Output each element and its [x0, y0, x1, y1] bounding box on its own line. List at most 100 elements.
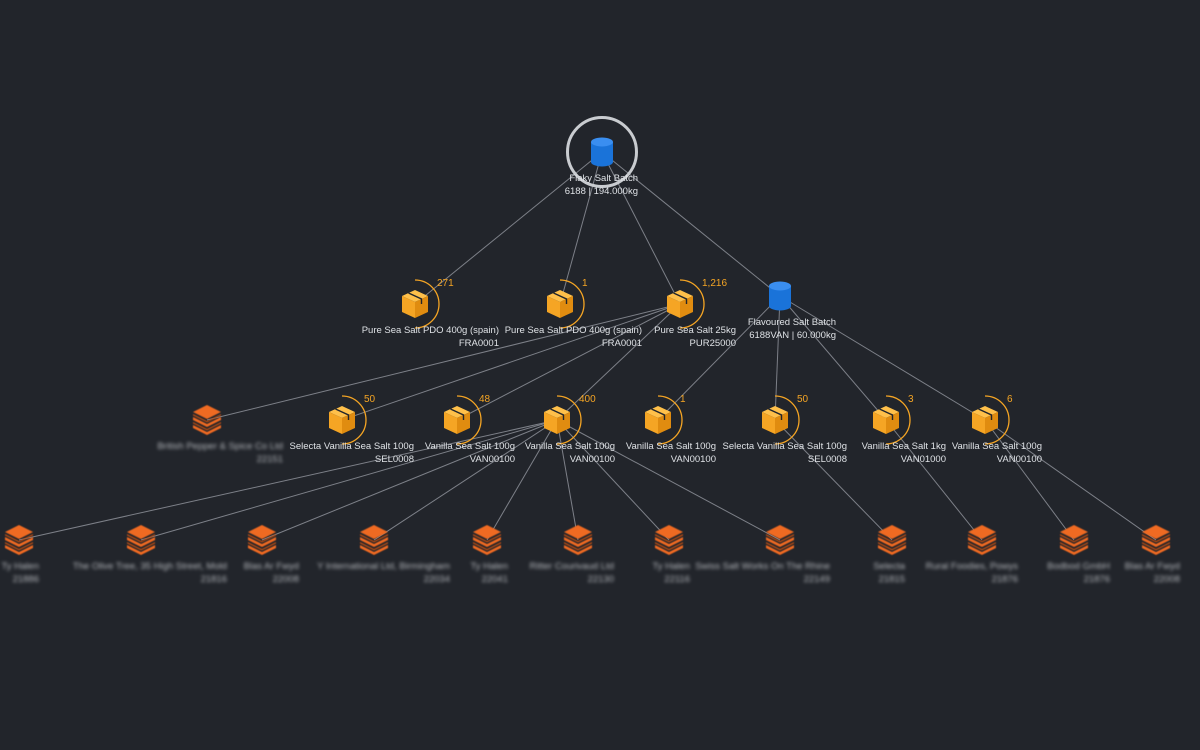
- node-name: Ritter Courivaud Ltd: [529, 561, 614, 572]
- node-code: 21886: [12, 574, 39, 585]
- edge-line: [140, 419, 558, 541]
- stack-icon: [964, 522, 1000, 558]
- node-code: 22034: [423, 574, 450, 585]
- node-code: 21816: [200, 574, 227, 585]
- quantity-arc: [632, 394, 684, 446]
- node-code: SEL0008: [807, 454, 847, 465]
- edge-line: [556, 419, 781, 541]
- node-name: Pure Sea Salt 25kg: [654, 325, 736, 336]
- node-name: Ty Halen: [470, 561, 509, 572]
- quantity-count: 1: [680, 394, 686, 405]
- stack-icon: [1, 522, 37, 558]
- stack-icon: [469, 522, 505, 558]
- node-name: Vanilla Sea Salt 100g: [424, 441, 515, 452]
- edge-line: [556, 419, 579, 541]
- node-label: Bodbod GmbH 21876: [1047, 560, 1110, 586]
- node-code: VAN00100: [996, 454, 1042, 465]
- stack-icon: [356, 522, 392, 558]
- node-code: FRA0001: [601, 338, 642, 349]
- stack-icon: [762, 522, 798, 558]
- box-icon: [542, 286, 578, 322]
- quantity-count: 50: [364, 394, 376, 405]
- node-label: Selecta 21815: [873, 560, 905, 586]
- quantity-arc: [431, 394, 483, 446]
- stack-icon: [1056, 522, 1092, 558]
- node-code: 22130: [587, 574, 614, 585]
- quantity-count: 1,216: [702, 278, 728, 289]
- node-name: Ty Halen: [1, 561, 40, 572]
- node-name: Flaky Salt Batch: [569, 173, 638, 184]
- edge-line: [206, 303, 681, 421]
- edge-line: [414, 151, 603, 305]
- stack-icon: [189, 402, 225, 438]
- edge-line: [774, 419, 893, 541]
- box-icon: [640, 402, 676, 438]
- node-name: Bodbod GmbH: [1047, 561, 1110, 572]
- node-code: 6188 | 194.000kg: [564, 186, 638, 197]
- quantity-arc: [749, 394, 801, 446]
- node-name: Vanilla Sea Salt 1kg: [861, 441, 946, 452]
- quantity-arc: [531, 394, 583, 446]
- node-label: Y International Ltd, Birmingham 22034: [317, 560, 450, 586]
- quantity-arc: [389, 278, 441, 330]
- box-icon: [397, 286, 433, 322]
- node-code: VAN00100: [469, 454, 515, 465]
- edge-line: [657, 295, 781, 421]
- quantity-arc: [860, 394, 912, 446]
- cylinder-icon: [762, 278, 798, 314]
- edge-line: [779, 295, 986, 421]
- node-code: 21876: [991, 574, 1018, 585]
- quantity-count: 3: [908, 394, 914, 405]
- edge-line: [984, 419, 1157, 541]
- quantity-count: 400: [579, 394, 596, 405]
- box-icon: [868, 402, 904, 438]
- box-icon: [757, 402, 793, 438]
- box-icon: [967, 402, 1003, 438]
- node-code: 22041: [481, 574, 508, 585]
- node-name: Blas Ar Fwyd: [243, 561, 299, 572]
- node-name: Y International Ltd, Birmingham: [317, 561, 450, 572]
- node-name: Pure Sea Salt PDO 400g (spain): [361, 325, 499, 336]
- quantity-arc: [534, 278, 586, 330]
- edge-line: [18, 419, 558, 541]
- edge-line: [601, 151, 781, 297]
- selected-ring: [566, 116, 638, 188]
- node-name: Vanilla Sea Salt 100g: [951, 441, 1042, 452]
- node-code: 22149: [803, 574, 830, 585]
- edge-line: [779, 295, 887, 421]
- node-label: Pure Sea Salt PDO 400g (spain)FRA0001: [505, 324, 642, 350]
- stack-icon: [244, 522, 280, 558]
- quantity-count: 48: [479, 394, 491, 405]
- cylinder-icon: [584, 134, 620, 170]
- node-code: VAN00100: [670, 454, 716, 465]
- quantity-arc: [959, 394, 1011, 446]
- stack-icon: [1138, 522, 1174, 558]
- edge-line: [774, 295, 781, 421]
- edge-line: [373, 419, 558, 541]
- node-name: Selecta: [873, 561, 905, 572]
- quantity-count: 6: [1007, 394, 1013, 405]
- node-code: 21815: [878, 574, 905, 585]
- node-code: 21876: [1083, 574, 1110, 585]
- quantity-arc: [316, 394, 368, 446]
- node-code: 22008: [1153, 574, 1180, 585]
- edge-line: [486, 419, 558, 541]
- stack-icon: [123, 522, 159, 558]
- edge-line: [556, 419, 670, 541]
- node-label: Ritter Courivaud Ltd 22130: [530, 560, 614, 586]
- edge-line: [885, 419, 983, 541]
- node-name: Rural Foodies, Powys: [925, 561, 1018, 572]
- node-name: The Olive Tree, 35 High Street, Mold: [72, 561, 227, 572]
- box-icon: [324, 402, 360, 438]
